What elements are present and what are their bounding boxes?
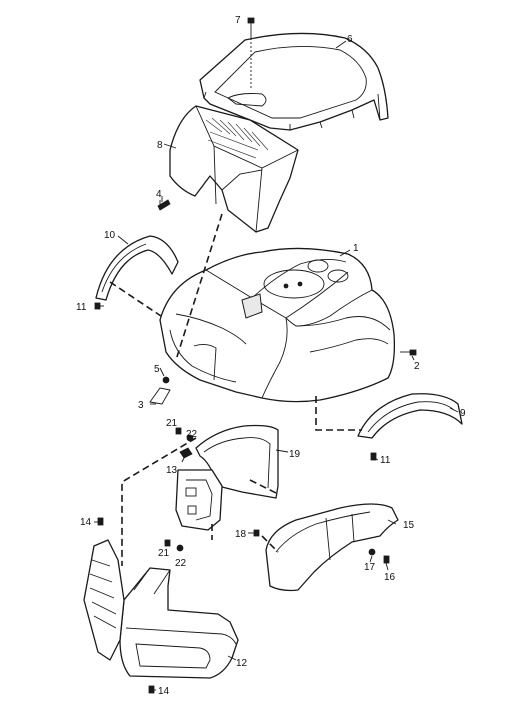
part-5-clip	[162, 376, 170, 384]
part-18-bolt	[253, 529, 260, 537]
callout-6: 6	[347, 34, 353, 45]
part-21-bolt-lower	[164, 539, 171, 547]
part-4-clip	[157, 199, 171, 211]
part-12-lower-bumper	[119, 567, 239, 679]
callout-12: 12	[236, 658, 248, 669]
part-7-screw	[247, 17, 255, 90]
callout-8: 8	[157, 140, 163, 151]
part-9-right-arch-trim	[357, 393, 463, 439]
callout-21-upper: 21	[166, 418, 178, 429]
callout-11-right: 11	[380, 455, 391, 466]
callout-9: 9	[460, 408, 466, 419]
callout-3: 3	[138, 400, 144, 411]
callout-14-lower: 14	[158, 686, 170, 697]
part-14-bolt-lower	[148, 685, 155, 694]
callout-22-upper: 22	[186, 429, 198, 440]
leader-lines	[94, 40, 459, 691]
callout-14-upper: 14	[80, 517, 92, 528]
callout-18: 18	[235, 529, 247, 540]
part-6-top-cover	[199, 32, 389, 131]
callout-17: 17	[364, 562, 376, 573]
alignment-lines	[109, 213, 362, 566]
part-14-bolt-upper	[97, 517, 104, 526]
callout-4: 4	[156, 189, 162, 200]
part-13-nut	[179, 447, 193, 459]
callout-5: 5	[154, 364, 160, 375]
part-17-washer	[368, 548, 376, 556]
part-1-main-body	[159, 247, 396, 403]
callout-16: 16	[384, 572, 396, 583]
part-10-left-arch-trim	[95, 235, 179, 301]
part-15-rear-mudguard	[265, 503, 399, 592]
callout-21-lower: 21	[158, 548, 170, 559]
callout-2: 2	[414, 361, 420, 372]
part-2-screw	[400, 349, 417, 356]
part-22-washer-lower	[176, 544, 184, 552]
callout-15: 15	[403, 520, 415, 531]
part-11-screw-right	[370, 452, 377, 461]
callout-13: 13	[166, 465, 178, 476]
part-14-front-grille	[83, 539, 125, 661]
callout-7: 7	[235, 15, 241, 26]
part-16-screw	[383, 555, 390, 564]
part-19-inner-fender	[175, 424, 279, 531]
part-3-bracket	[149, 387, 171, 405]
callout-11-left: 11	[76, 302, 87, 313]
part-8-front-cowl	[169, 105, 299, 233]
callout-22-lower: 22	[175, 558, 187, 569]
callout-19: 19	[289, 449, 301, 460]
callout-1: 1	[353, 243, 359, 254]
callout-10: 10	[104, 230, 116, 241]
callout-labels: 7 6 8 4 10 1 11 2 5 3 9 21 22 19 11 13 1…	[76, 15, 466, 697]
part-21-bolt-upper	[175, 427, 182, 435]
